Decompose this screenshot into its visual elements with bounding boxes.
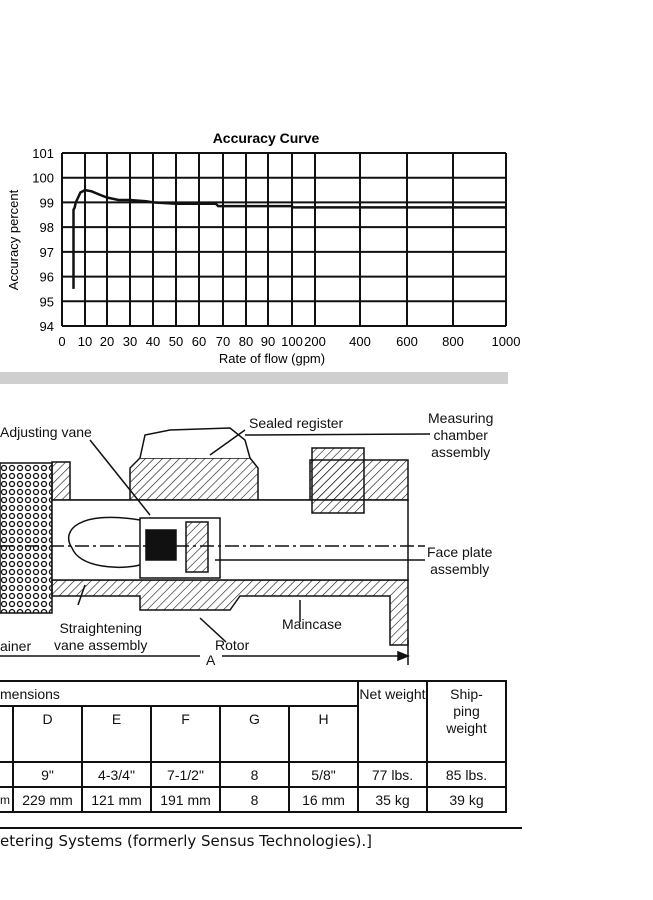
section-divider-bar — [0, 372, 508, 384]
label-line: assembly — [430, 561, 490, 577]
label-sealed-register: Sealed register — [249, 415, 344, 431]
header-text: Net weight — [359, 686, 426, 702]
header-line: weight — [446, 720, 487, 736]
shipping-weight-header: Ship- ping weight — [426, 680, 507, 763]
label-strainer: ainer — [0, 638, 32, 654]
column-header-e: E — [81, 705, 152, 763]
table-cell: 7-1/2" — [150, 761, 221, 788]
x-tick-label: 90 — [261, 334, 275, 349]
label-rotor: Rotor — [215, 637, 250, 653]
chart-title: Accuracy Curve — [213, 130, 320, 146]
y-axis-label: Accuracy percent — [6, 189, 21, 290]
accuracy-series-line — [72, 188, 506, 289]
column-header-d: D — [12, 705, 83, 763]
table-cell — [0, 761, 14, 788]
y-tick-label: 97 — [40, 245, 54, 260]
table-cell: 39 kg — [426, 786, 507, 813]
x-tick-label: 200 — [304, 334, 326, 349]
dimensions-group-header: mensions — [0, 680, 359, 707]
x-axis-label: Rate of flow (gpm) — [219, 351, 325, 366]
label-line: Measuring — [428, 410, 494, 426]
table-cell: 16 mm — [288, 786, 359, 813]
label-line: Straightening — [59, 620, 142, 636]
x-tick-label: 0 — [58, 334, 65, 349]
table-cell: 8 — [219, 786, 290, 813]
y-tick-label: 94 — [40, 319, 54, 334]
label-dimension-a: A — [206, 652, 216, 668]
table-cell: 8 — [219, 761, 290, 788]
table-cell: 121 mm — [81, 786, 152, 813]
label-line: chamber — [433, 427, 488, 443]
table-cell: 4-3/4" — [81, 761, 152, 788]
header-line: Ship- — [450, 686, 483, 702]
x-tick-label: 400 — [349, 334, 371, 349]
table-cell: 191 mm — [150, 786, 221, 813]
dimensions-table: mensions Net weight Ship- ping weight D … — [0, 680, 507, 813]
y-tick-label: 101 — [32, 146, 54, 161]
table-cell: 77 lbs. — [357, 761, 428, 788]
x-tick-label: 80 — [239, 334, 253, 349]
column-header-c — [0, 705, 14, 763]
column-header-f: F — [150, 705, 221, 763]
y-tick-label: 98 — [40, 220, 54, 235]
meter-cross-section-diagram — [0, 427, 431, 665]
column-header-h: H — [288, 705, 359, 763]
x-tick-label: 60 — [192, 334, 206, 349]
label-face-plate: Face plate assembly — [427, 544, 492, 578]
x-tick-label: 30 — [123, 334, 137, 349]
label-measuring-chamber: Measuring chamber assembly — [428, 410, 493, 461]
label-line: assembly — [431, 444, 491, 460]
column-header-g: G — [219, 705, 290, 763]
x-tick-label: 100 — [281, 334, 303, 349]
x-tick-label: 600 — [396, 334, 418, 349]
x-tick-label: 70 — [216, 334, 230, 349]
table-cell: 85 lbs. — [426, 761, 507, 788]
table-row: m 229 mm 121 mm 191 mm 8 16 mm 35 kg 39 … — [0, 786, 507, 813]
x-tick-label: 1000 — [492, 334, 521, 349]
table-cell: 229 mm — [12, 786, 83, 813]
table-cell: 9" — [12, 761, 83, 788]
y-tick-label: 96 — [40, 270, 54, 285]
source-footnote: etering Systems (formerly Sensus Technol… — [0, 832, 373, 850]
table-cell: 5/8" — [288, 761, 359, 788]
x-tick-label: 10 — [78, 334, 92, 349]
accuracy-curve-chart: Accuracy Curve Accuracy percent Rate of … — [6, 130, 521, 366]
label-line: vane assembly — [54, 637, 148, 653]
table-cell: m — [0, 786, 14, 813]
table-row: 9" 4-3/4" 7-1/2" 8 5/8" 77 lbs. 85 lbs. — [0, 761, 507, 788]
label-maincase: Maincase — [282, 616, 342, 632]
header-line: ping — [453, 703, 480, 719]
x-tick-label: 50 — [169, 334, 183, 349]
x-tick-label: 20 — [100, 334, 114, 349]
label-line: Face plate — [427, 544, 493, 560]
net-weight-header: Net weight — [357, 680, 428, 763]
table-cell: 35 kg — [357, 786, 428, 813]
header-text: mensions — [0, 685, 60, 702]
label-straightening-vane: Straightening vane assembly — [54, 620, 147, 654]
y-tick-label: 95 — [40, 294, 54, 309]
y-tick-label: 99 — [40, 195, 54, 210]
footer-rule — [0, 827, 522, 829]
x-tick-label: 40 — [146, 334, 160, 349]
x-tick-label: 800 — [442, 334, 464, 349]
y-tick-label: 100 — [32, 171, 54, 186]
label-adjusting-vane: Adjusting vane — [0, 424, 92, 440]
